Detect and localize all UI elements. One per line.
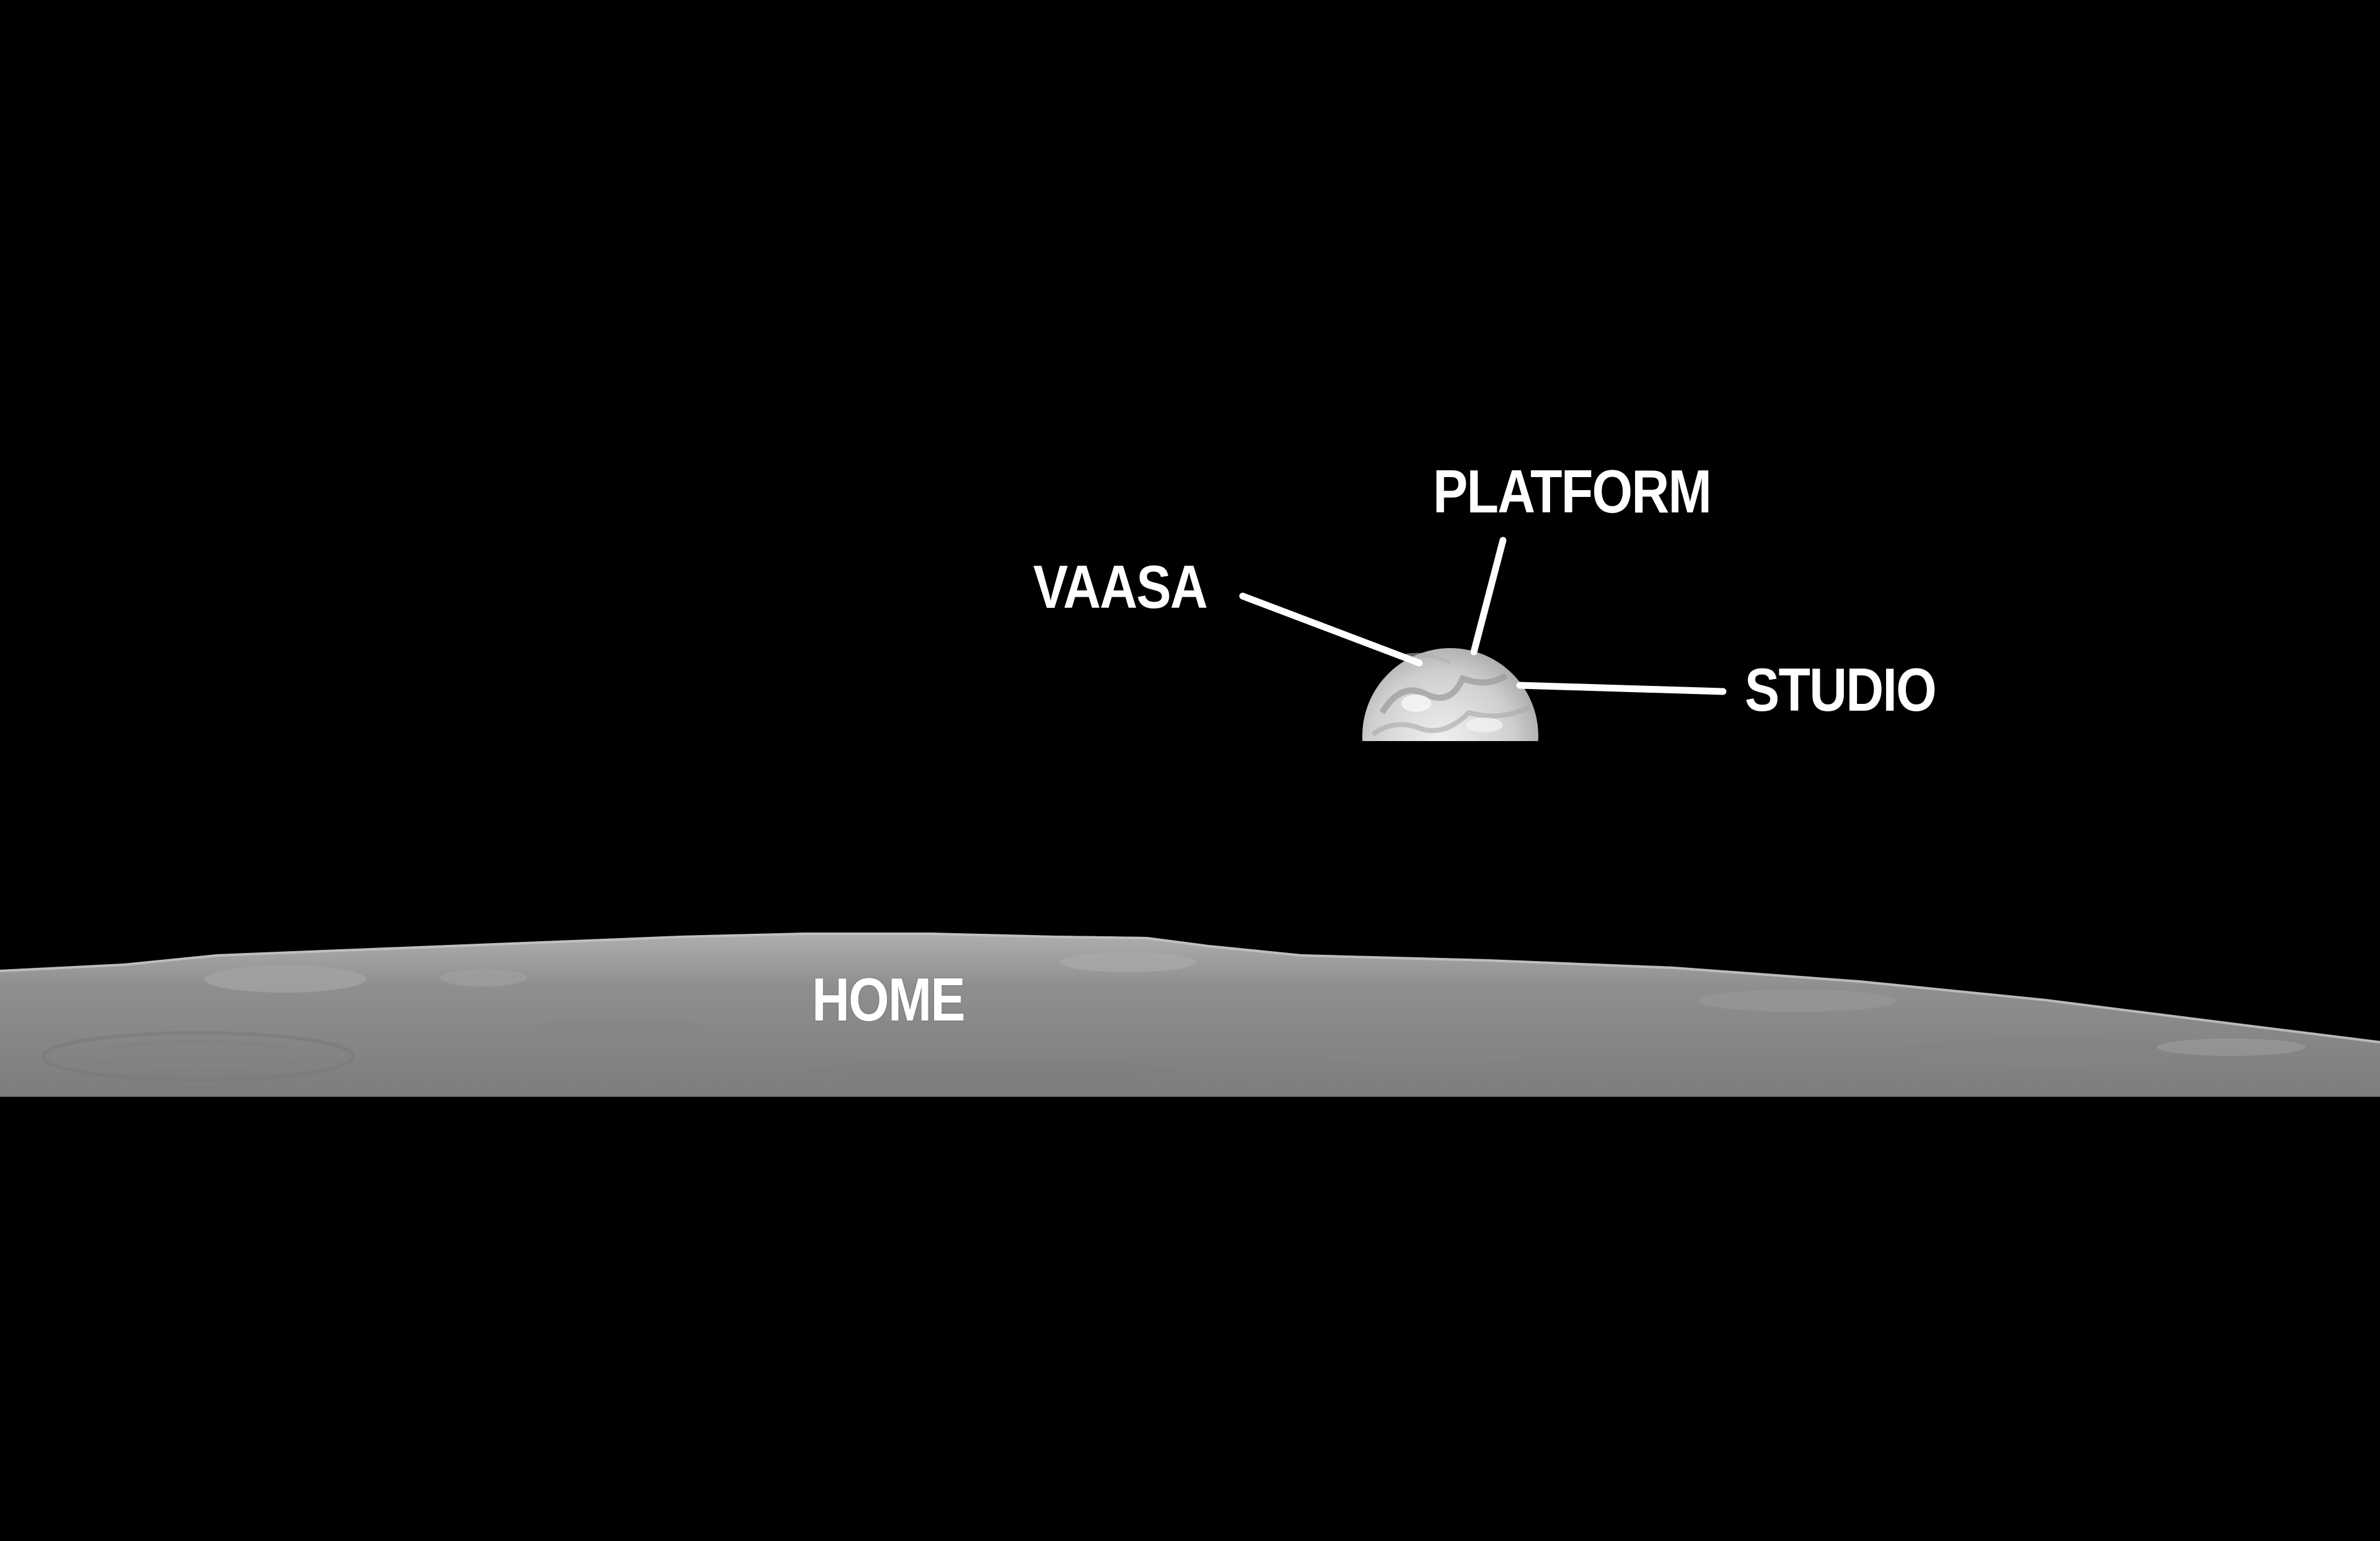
pointer-line-vaasa	[1239, 592, 1423, 667]
nav-link-studio[interactable]: STUDIO	[1745, 656, 1937, 724]
nav-link-vaasa[interactable]: VAASA	[1033, 553, 1208, 621]
nav-link-home[interactable]: HOME	[812, 965, 966, 1034]
pointer-line-platform	[1470, 537, 1507, 656]
lunar-surface	[0, 933, 2380, 1097]
pointer-line-studio	[1516, 682, 1727, 695]
earth-image	[1362, 648, 1538, 741]
nav-link-platform[interactable]: PLATFORM	[1433, 457, 1712, 525]
